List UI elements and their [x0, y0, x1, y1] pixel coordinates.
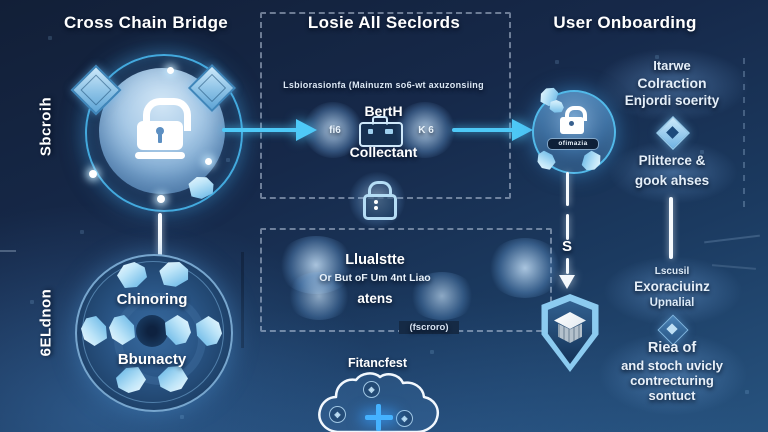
box1-subtitle: Lsbiorasionfa (Mainuzm so6-wt axuzonsiin…	[283, 80, 484, 90]
box1-left-tag: fi6	[329, 125, 341, 136]
ring-dot	[157, 195, 165, 203]
flow-line-segment	[566, 258, 569, 274]
box1-caption: Collectant	[349, 144, 418, 160]
onboarding-step4-line2: and stoch uvicly	[621, 358, 723, 373]
arrow-shaft	[222, 128, 298, 132]
small-lock-keyhole	[569, 121, 574, 126]
cloud-badge-icon: ◈	[396, 410, 413, 427]
side-label-bottom: 6ELdnon	[37, 288, 55, 357]
lock-badge-dot	[374, 206, 378, 210]
onboarding-step3-line3: Upnalial	[649, 297, 695, 309]
lock-badge-icon	[368, 181, 392, 197]
box1-right-tag: K 6	[418, 125, 434, 136]
briefcase-icon	[359, 122, 403, 147]
onboarding-step4-line4: sontuct	[648, 388, 696, 403]
lock-icon	[143, 98, 191, 131]
briefcase-icon-handle	[372, 116, 388, 125]
connector-line-right	[669, 197, 673, 259]
mandala-top-label: Chinoring	[116, 291, 188, 308]
lock-badge-body	[363, 194, 397, 220]
ring-dot	[205, 158, 212, 165]
flow-glyph: S	[561, 238, 572, 255]
decorative-scratch	[0, 250, 16, 252]
onboarding-step3-line2: Exoraciuinz	[634, 279, 710, 294]
connector-line-left	[158, 213, 162, 257]
shield-cube-body	[558, 323, 582, 343]
lock-underline-bar	[135, 152, 185, 159]
glow-blob	[598, 332, 748, 416]
onboarding-step4-line1: Riea of	[647, 340, 697, 356]
lock-keyhole-stem	[158, 134, 162, 143]
lock-keyhole	[156, 127, 164, 135]
small-lock-icon	[565, 106, 587, 121]
box2-subtitle: Or But oF Um 4nt Liao	[319, 272, 431, 284]
glow-blob	[408, 272, 476, 320]
header-cross-chain-bridge: Cross Chain Bridge	[63, 13, 229, 32]
cloud-label: Fitancfest	[347, 356, 408, 370]
ring-dot	[89, 170, 97, 178]
decorative-dashed-line	[743, 58, 745, 208]
plus-icon-vertical	[376, 404, 381, 431]
box1-title: BertH	[364, 103, 403, 119]
background-speck	[48, 36, 52, 40]
background-speck	[655, 55, 659, 59]
background-speck	[745, 390, 749, 394]
glow-blob	[595, 48, 750, 122]
header-losie-all-seclords: Losie All Seclords	[307, 13, 461, 32]
header-user-onboarding: User Onboarding	[553, 13, 697, 32]
glow-blob	[394, 102, 456, 158]
background-speck	[700, 150, 704, 154]
lock-badge-dot	[374, 200, 378, 204]
box2-border-label: (fscroro)	[399, 321, 459, 334]
side-label-top: Sbcroih	[37, 96, 55, 157]
onboarding-step1-line2: Colraction	[637, 75, 707, 91]
background-speck	[430, 350, 434, 354]
glow-blob	[286, 272, 352, 320]
onboarding-step4-line3: contrecturing	[630, 373, 714, 388]
arrow-right-icon	[512, 119, 533, 141]
shield-cube-top	[554, 312, 586, 329]
ring-dot	[167, 67, 174, 74]
flow-line-segment	[566, 172, 569, 206]
onboarding-step2-line1: Plitterce &	[638, 153, 706, 168]
box2-footer: atens	[357, 291, 393, 306]
background-speck	[30, 300, 34, 304]
flow-line-segment	[566, 214, 569, 240]
onboarding-step1-line1: Itarwe	[653, 58, 691, 73]
mandala-bottom-label: Bbunacty	[117, 351, 187, 368]
decorative-scratch	[704, 234, 760, 243]
decorative-scratch	[241, 252, 244, 348]
mandala-center	[136, 315, 168, 347]
circle-badge: ofimazia	[547, 138, 599, 150]
glow-blob	[487, 238, 563, 298]
cloud-badge-icon: ◈	[363, 381, 380, 398]
cloud-badge-icon: ◈	[329, 406, 346, 423]
glow-blob	[603, 256, 743, 326]
background-speck	[80, 230, 84, 234]
onboarding-step1-line3: Enjordi soerity	[624, 93, 720, 108]
glow-blob	[608, 140, 738, 204]
briefcase-dot	[385, 129, 393, 134]
onboarding-step2-line2: gook ahses	[634, 173, 710, 188]
box2-title: Llualstte	[345, 252, 405, 268]
arrow-down-icon	[559, 275, 575, 289]
arrow-shaft	[452, 128, 514, 132]
bridge-circle-ring	[85, 54, 243, 212]
briefcase-dot	[368, 129, 373, 134]
arrow-right-icon	[296, 119, 317, 141]
background-speck	[555, 60, 559, 64]
onboarding-step3-line1: Lscusil	[654, 266, 690, 277]
background-speck	[180, 415, 184, 419]
